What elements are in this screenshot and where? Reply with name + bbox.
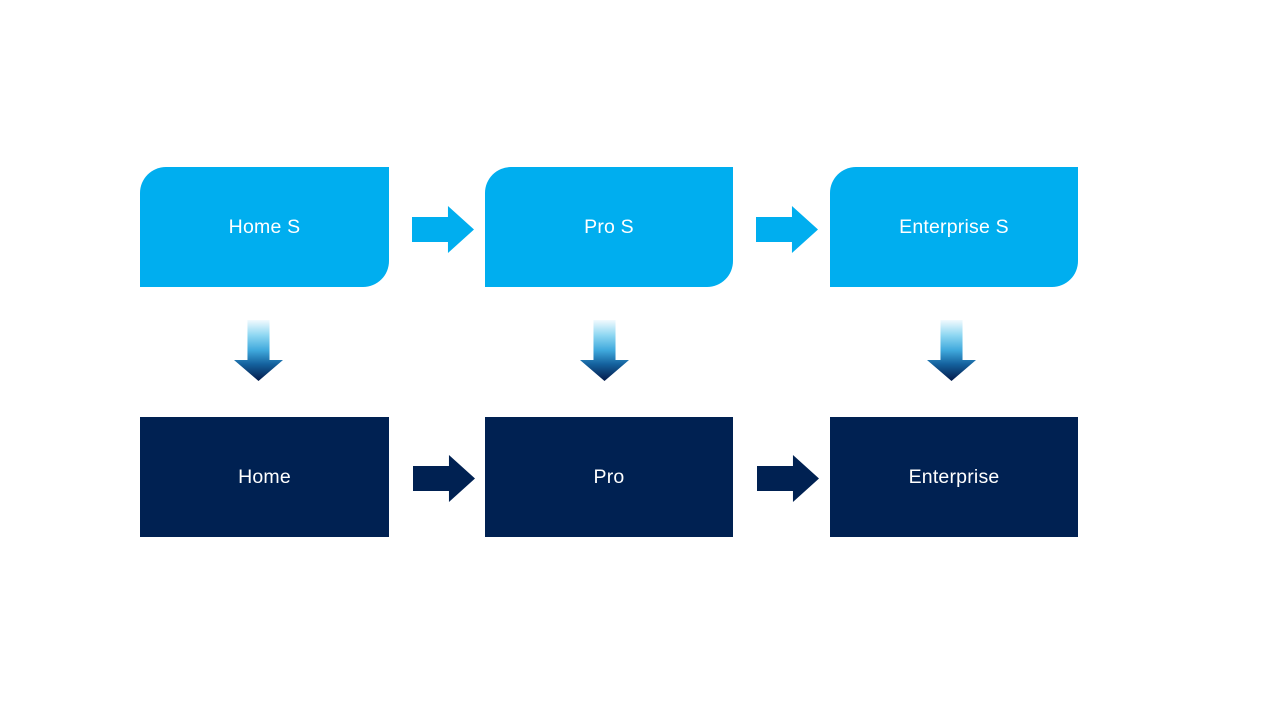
node-pro: Pro bbox=[485, 417, 733, 537]
node-home-s-label: Home S bbox=[228, 215, 301, 238]
node-pro-s: Pro S bbox=[485, 167, 733, 287]
right-arrow-icon-home-to-pro bbox=[413, 455, 475, 502]
node-home-label: Home bbox=[238, 465, 291, 488]
right-arrow-icon-pro-s-to-enterprise-s bbox=[756, 206, 818, 253]
node-home: Home bbox=[140, 417, 389, 537]
down-arrow-icon-pro-s-to-pro bbox=[580, 320, 629, 381]
down-arrow-icon-home-s-to-home bbox=[234, 320, 283, 381]
right-arrow-icon-home-s-to-pro-s bbox=[412, 206, 474, 253]
down-arrow-icon-enterprise-s-to-enterprise bbox=[927, 320, 976, 381]
right-arrow-icon-pro-to-enterprise bbox=[757, 455, 819, 502]
node-enterprise-s: Enterprise S bbox=[830, 167, 1078, 287]
node-enterprise-label: Enterprise bbox=[908, 465, 1000, 488]
node-pro-label: Pro bbox=[593, 465, 625, 488]
node-home-s: Home S bbox=[140, 167, 389, 287]
node-pro-s-label: Pro S bbox=[584, 215, 634, 238]
node-enterprise-s-label: Enterprise S bbox=[899, 215, 1009, 238]
node-enterprise: Enterprise bbox=[830, 417, 1078, 537]
